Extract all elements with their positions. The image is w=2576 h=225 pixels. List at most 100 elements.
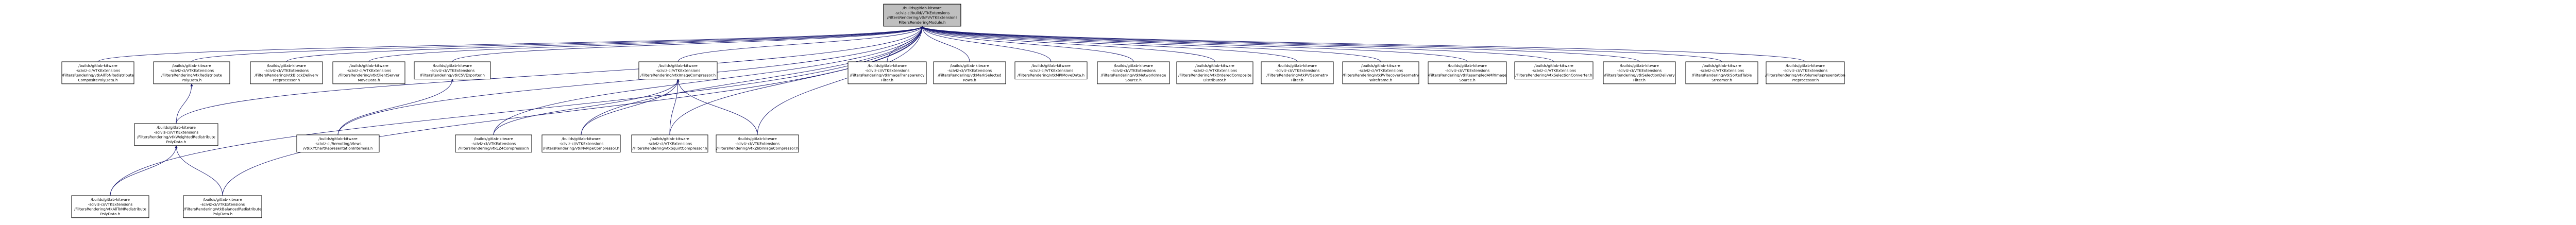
node-label-line: /builds/gitlab-kitware (1361, 63, 1400, 68)
node-label-line: /builds/gitlab-kitware (950, 63, 989, 68)
node-label-line: /builds/gitlab-kitware (1620, 63, 1659, 68)
graph-node-n9[interactable]: /builds/gitlab-kitware-sciviz-ci/Remotin… (296, 134, 380, 153)
edge-n24-to-root (921, 26, 1640, 62)
node-label-line: -sciviz-ci/VTKExtensions (656, 68, 701, 73)
node-label-line: -sciviz-ci/VTKExtensions (947, 68, 992, 73)
node-label-line: PolyData.h (100, 212, 121, 216)
node-label-line: PolyData.h (166, 140, 187, 144)
graph-root-node[interactable]: /builds/gitlab-kitware-sciviz-ci/build/V… (883, 4, 961, 27)
node-label-line: PolyData.h (213, 212, 233, 216)
node-box (631, 134, 708, 153)
node-label-line: /builds/gitlab-kitware (267, 63, 306, 68)
node-label-line: /builds/gitlab-kitware (1786, 63, 1825, 68)
node-label-line: -sciviz-ci/VTKExtensions (1111, 68, 1156, 73)
graph-node-n1[interactable]: /builds/gitlab-kitware-sciviz-ci/VTKExte… (61, 61, 134, 84)
node-label-line: /FiltersRendering/vtkAllToNRedistribute (62, 73, 134, 78)
node-label-line: CompositePolyData.h (78, 78, 117, 82)
edge-n10-to-root (677, 26, 924, 62)
edge-n11-to-root (493, 26, 924, 135)
graph-node-n13[interactable]: /builds/gitlab-kitware-sciviz-ci/VTKExte… (631, 134, 708, 153)
edge-n8-to-root (452, 26, 924, 62)
graph-node-n6[interactable]: /builds/gitlab-kitware-sciviz-ci/VTKExte… (250, 61, 323, 84)
node-box (1097, 61, 1170, 84)
node-box (1261, 61, 1334, 84)
graph-node-n10[interactable]: /builds/gitlab-kitware-sciviz-ci/VTKExte… (638, 61, 718, 80)
node-box (883, 4, 961, 27)
edge-n3-to-root (176, 26, 924, 124)
node-box (1514, 61, 1594, 80)
graph-node-n7[interactable]: /builds/gitlab-kitware-sciviz-ci/VTKExte… (332, 61, 405, 84)
node-label-line: -sciviz-ci/VTKExtensions (154, 130, 199, 134)
node-label-line: /FiltersRendering/vtkImageCompressor.h (640, 73, 716, 78)
graph-node-n3[interactable]: /builds/gitlab-kitware-sciviz-ci/VTKExte… (134, 123, 218, 146)
edge-n1-to-root (97, 26, 924, 62)
edge-n4-to-n3 (110, 145, 178, 196)
edge-n25-to-root (921, 26, 1722, 62)
node-label-line: PolyData.h (182, 78, 202, 82)
graph-node-n19[interactable]: /builds/gitlab-kitware-sciviz-ci/VTKExte… (1176, 61, 1253, 84)
node-box (332, 61, 405, 84)
node-label-line: /builds/gitlab-kitware (1278, 63, 1317, 68)
node-label-line: -sciviz-ci/VTKExtensions (1359, 68, 1403, 73)
graph-node-n23[interactable]: /builds/gitlab-kitware-sciviz-ci/VTKExte… (1514, 61, 1594, 80)
graph-node-n16[interactable]: /builds/gitlab-kitware-sciviz-ci/VTKExte… (933, 61, 1006, 84)
node-label-line: -sciviz-ci/VTKExtensions (1617, 68, 1662, 73)
node-label-line: /FiltersRendering/vtkMPIMoveData.h (1018, 73, 1084, 78)
node-box (61, 61, 134, 84)
node-box (1342, 61, 1419, 84)
node-label-line: Filter.h (1291, 78, 1303, 82)
graph-node-n15[interactable]: /builds/gitlab-kitware-sciviz-ci/VTKExte… (848, 61, 927, 84)
node-label-line: /FiltersRendering/vtkSortedTable (1692, 73, 1752, 78)
graph-node-n20[interactable]: /builds/gitlab-kitware-sciviz-ci/VTKExte… (1261, 61, 1334, 84)
edge-n7-to-root (368, 26, 924, 62)
node-label-line: -sciviz-ci/VTKExtensions (865, 68, 910, 73)
graph-node-n11[interactable]: /builds/gitlab-kitware-sciviz-ci/VTKExte… (455, 134, 532, 153)
node-label-line: -sciviz-ci/VTKExtensions (1445, 68, 1490, 73)
node-box (933, 61, 1006, 84)
edge-n12-to-root (581, 26, 924, 135)
node-label-line: /FiltersRendering/vtkAllToNRedistribute (74, 207, 146, 212)
edge-n9-to-n8 (337, 79, 454, 135)
node-label-line: /builds/gitlab-kitware (1031, 63, 1071, 68)
node-box (1014, 61, 1088, 80)
graph-node-n8[interactable]: /builds/gitlab-kitware-sciviz-ci/VTKExte… (414, 61, 491, 80)
edge-n11-to-n10 (493, 79, 680, 135)
graph-node-n26[interactable]: /builds/gitlab-kitware-sciviz-ci/VTKExte… (1765, 61, 1845, 84)
node-label-line: /FiltersRendering/vtkCSVExporter.h (420, 73, 485, 78)
node-label-line: /FiltersRendering/vtkClientServer (338, 73, 400, 78)
edge-n14-to-n10 (676, 79, 758, 135)
graph-node-n14[interactable]: /builds/gitlab-kitware-sciviz-ci/VTKExte… (716, 134, 799, 153)
graph-node-n12[interactable]: /builds/gitlab-kitware-sciviz-ci/VTKExte… (541, 134, 621, 153)
graph-node-n18[interactable]: /builds/gitlab-kitware-sciviz-ci/VTKExte… (1097, 61, 1170, 84)
node-label-line: /FiltersRendering/vtkOrderedComposite (1178, 73, 1252, 78)
graph-node-n21[interactable]: /builds/gitlab-kitware-sciviz-ci/VTKExte… (1342, 61, 1419, 84)
node-label-line: /builds/gitlab-kitware (433, 63, 472, 68)
edges-layer (97, 26, 1806, 196)
node-label-line: Wireframe.h (1369, 78, 1392, 82)
graph-node-n2[interactable]: /builds/gitlab-kitware-sciviz-ci/VTKExte… (153, 61, 230, 84)
node-label-line: /FiltersRendering/vtkRedistribute (161, 73, 222, 78)
node-label-line: /builds/gitlab-kitware (172, 63, 211, 68)
edge-n26-to-root (921, 26, 1806, 62)
node-label-line: -sciviz-ci/VTKExtensions (648, 141, 692, 146)
edge-n6-to-root (286, 26, 924, 62)
node-label-line: /FiltersRendering/vtkZlibImageCompressor… (716, 146, 799, 151)
node-label-line: /builds/gitlab-kitware (318, 136, 358, 141)
node-label-line: -sciviz-ci/VTKExtensions (264, 68, 309, 73)
graph-node-n5[interactable]: /builds/gitlab-kitware-sciviz-ci/VTKExte… (183, 195, 262, 218)
edge-n2-to-root (191, 26, 924, 62)
graph-node-n22[interactable]: /builds/gitlab-kitware-sciviz-ci/VTKExte… (1428, 61, 1507, 84)
node-label-line: -sciviz-ci/VTKExtensions (735, 141, 780, 146)
node-label-line: Rows.h (963, 78, 976, 82)
node-box (1603, 61, 1676, 84)
node-label-line: /FiltersRendering/vtkBlockDelivery (255, 73, 318, 78)
node-label-line: /FiltersRendering/vtkPVVTKExtensions (887, 15, 958, 20)
node-box (716, 134, 799, 153)
graph-node-n24[interactable]: /builds/gitlab-kitware-sciviz-ci/VTKExte… (1603, 61, 1676, 84)
node-label-line: /FiltersRendering/vtkResampledAMRImage (1428, 73, 1507, 78)
graph-node-n4[interactable]: /builds/gitlab-kitware-sciviz-ci/VTKExte… (71, 195, 149, 218)
graph-node-n25[interactable]: /builds/gitlab-kitware-sciviz-ci/VTKExte… (1685, 61, 1758, 84)
node-label-line: /builds/gitlab-kitware (1448, 63, 1487, 68)
graph-node-n17[interactable]: /builds/gitlab-kitware-sciviz-ci/VTKExte… (1014, 61, 1088, 80)
